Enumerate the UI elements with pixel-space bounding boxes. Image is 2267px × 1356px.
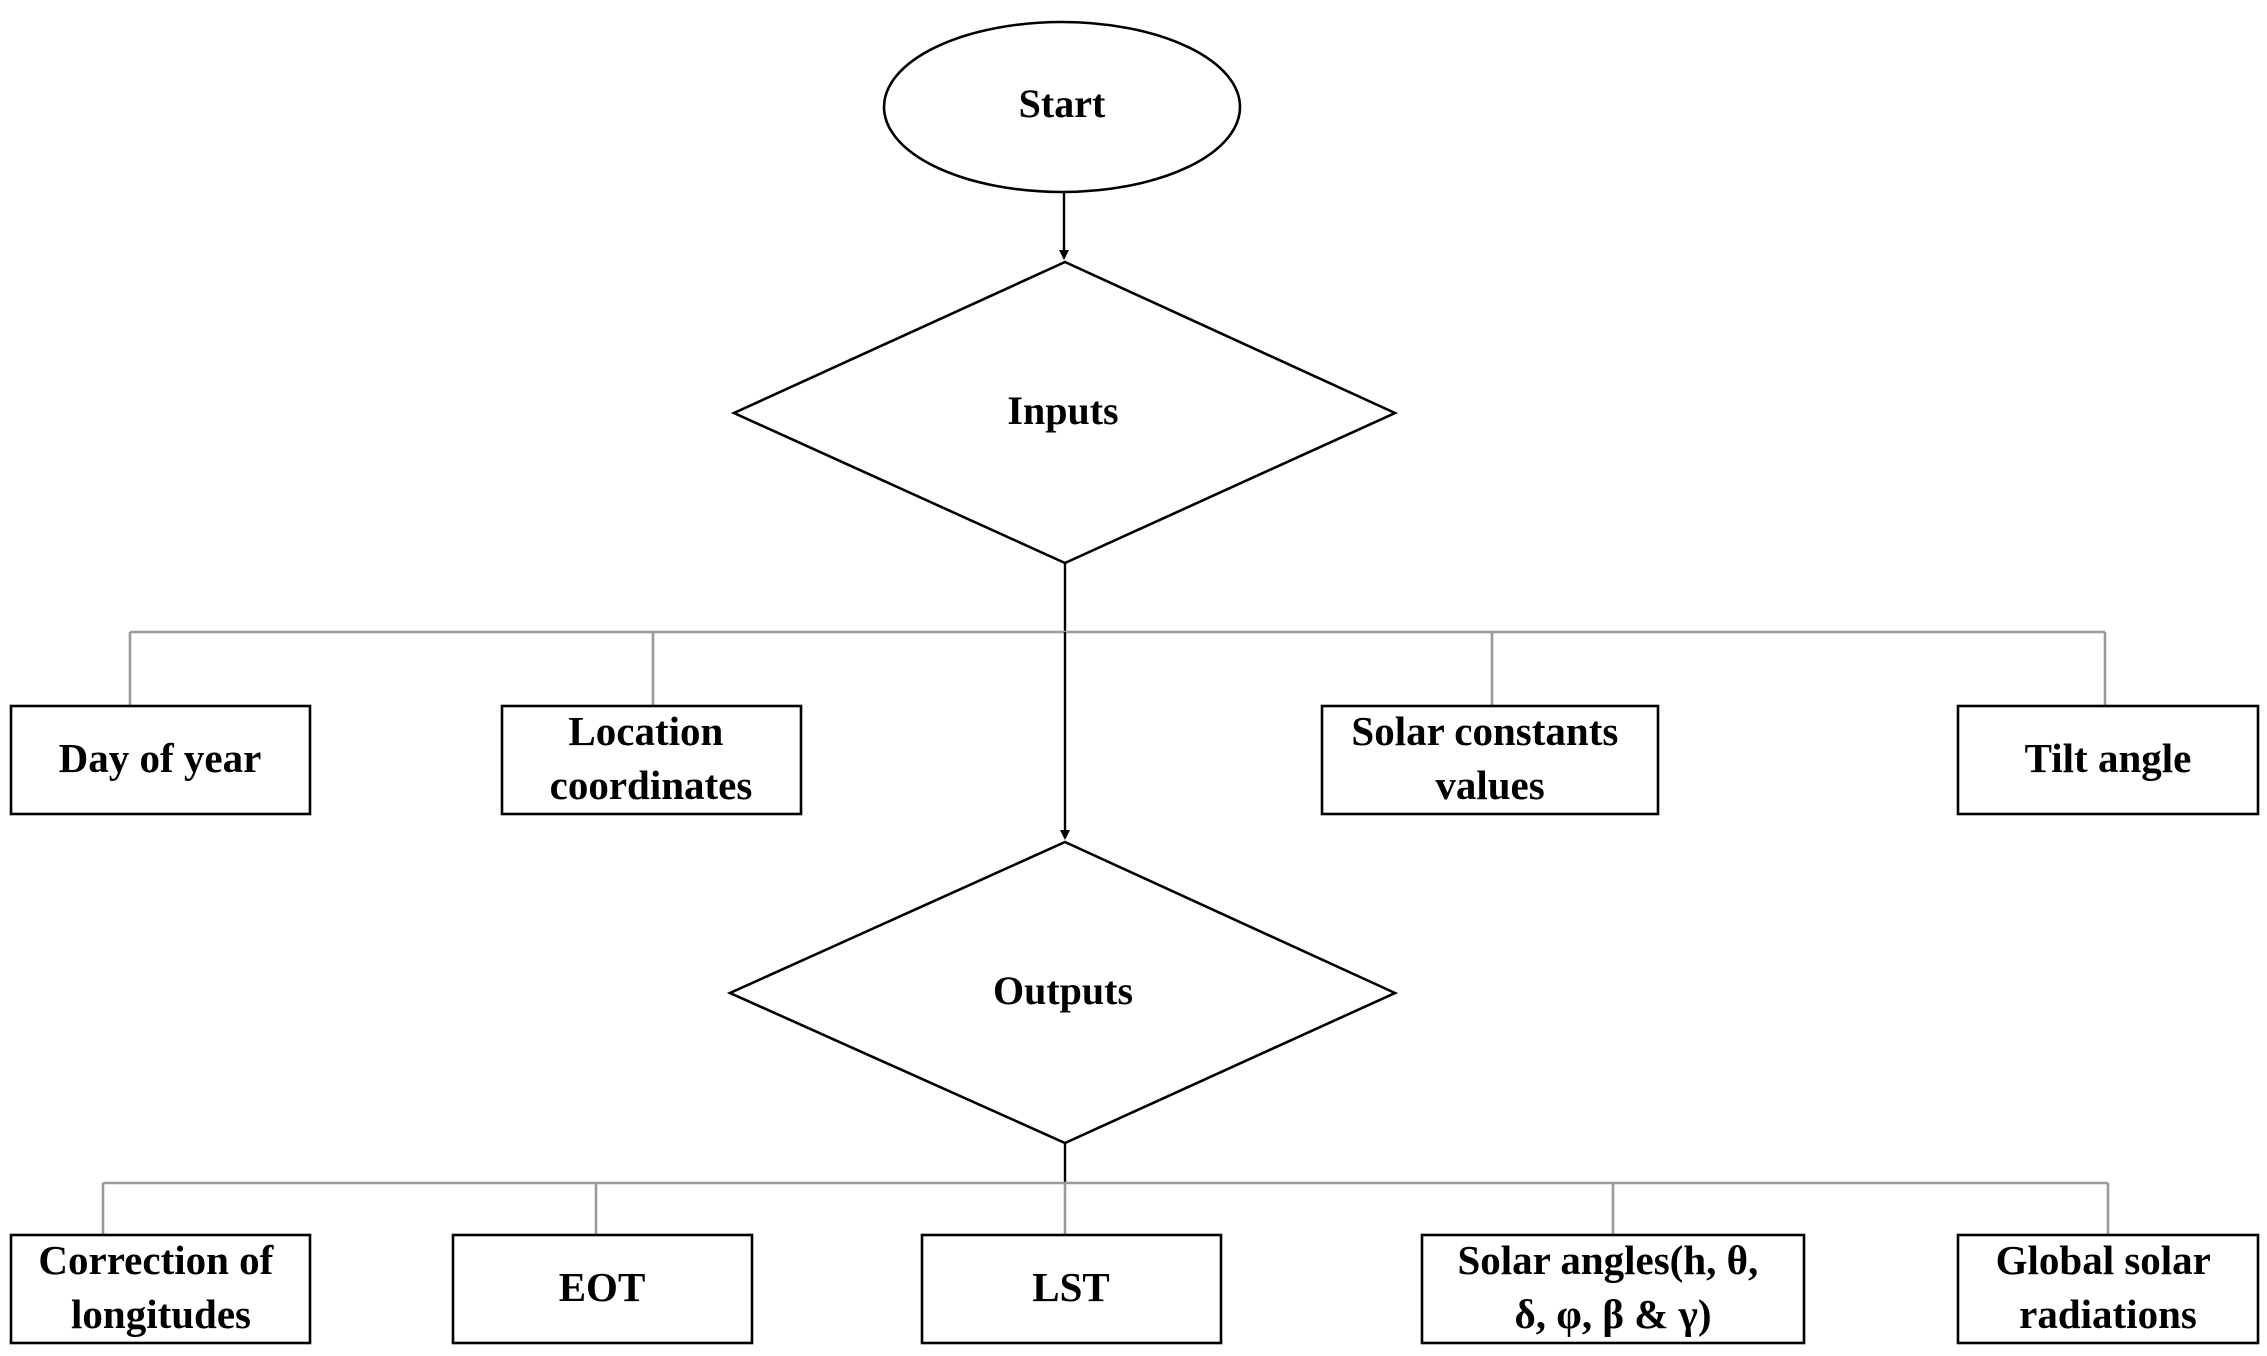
inputs-label: Inputs <box>1007 388 1118 433</box>
input-items-group: Day of year Location coordinates Solar c… <box>9 704 2260 816</box>
start-label: Start <box>1019 81 1106 126</box>
output-item-solar-angles: Solar angles(h, θ, δ, φ, β & γ) <box>1420 1233 1806 1345</box>
output-item-correction-of-longitudes: Correction of longitudes <box>9 1233 312 1345</box>
outputs-decision-node: Outputs <box>726 840 1399 1145</box>
start-node: Start <box>882 20 1242 194</box>
output-item-label: Solar angles(h, θ, δ, φ, β & γ) <box>1457 1237 1768 1337</box>
input-item-label: Solar constants values <box>1351 708 1628 808</box>
input-item-label: Location coordinates <box>550 708 753 808</box>
input-item-solar-constants-values: Solar constants values <box>1320 704 1660 816</box>
input-item-location-coordinates: Location coordinates <box>500 704 803 816</box>
output-item-label: Global solar radiations <box>1996 1237 2221 1337</box>
output-item-label: Correction of longitudes <box>38 1237 283 1337</box>
input-item-tilt-angle: Tilt angle <box>1956 704 2260 816</box>
input-item-day-of-year: Day of year <box>9 704 312 816</box>
output-item-label: EOT <box>559 1264 646 1310</box>
output-items-group: Correction of longitudes EOT LST Solar a… <box>9 1233 2260 1345</box>
output-item-lst: LST <box>920 1233 1223 1345</box>
input-item-label: Day of year <box>59 735 262 781</box>
inputs-decision-node: Inputs <box>730 260 1399 565</box>
output-item-eot: EOT <box>451 1233 754 1345</box>
output-item-label: LST <box>1032 1264 1110 1310</box>
input-item-label: Tilt angle <box>2025 735 2192 781</box>
output-item-global-solar-radiations: Global solar radiations <box>1956 1233 2260 1345</box>
outputs-label: Outputs <box>993 968 1133 1013</box>
